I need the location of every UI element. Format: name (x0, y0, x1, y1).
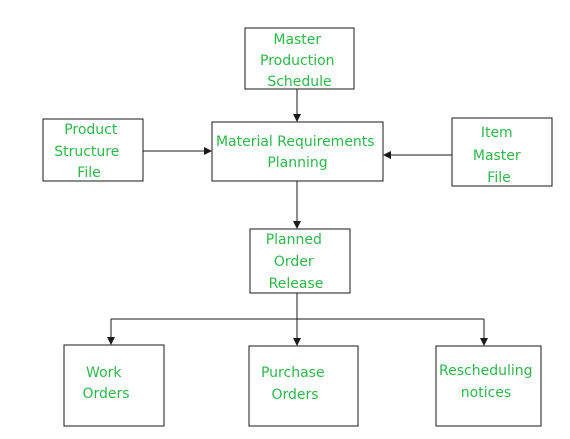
node-work-orders: Work Orders (63, 344, 165, 427)
node-label: Planned Order Release (266, 232, 327, 292)
node-label: Master Production Schedule (260, 32, 339, 90)
edges (107, 89, 488, 346)
node-label: Item Master File (473, 125, 525, 186)
node-label: Purchase Orders (261, 365, 329, 403)
node-label: Product Structure File (54, 122, 124, 181)
node-label: Material Requirements Planning (216, 134, 379, 171)
node-label: Work Orders (82, 365, 129, 402)
node-material-requirements-planning: Material Requirements Planning (211, 121, 384, 182)
node-master-production-schedule: Master Production Schedule (244, 27, 355, 90)
node-label: Rescheduling notices (439, 363, 537, 401)
node-product-structure-file: Product Structure File (42, 118, 144, 182)
node-planned-order-release: Planned Order Release (249, 228, 351, 294)
node-item-master-file: Item Master File (451, 117, 553, 187)
node-rescheduling-notices: Rescheduling notices (435, 345, 542, 427)
node-purchase-orders: Purchase Orders (248, 345, 359, 427)
